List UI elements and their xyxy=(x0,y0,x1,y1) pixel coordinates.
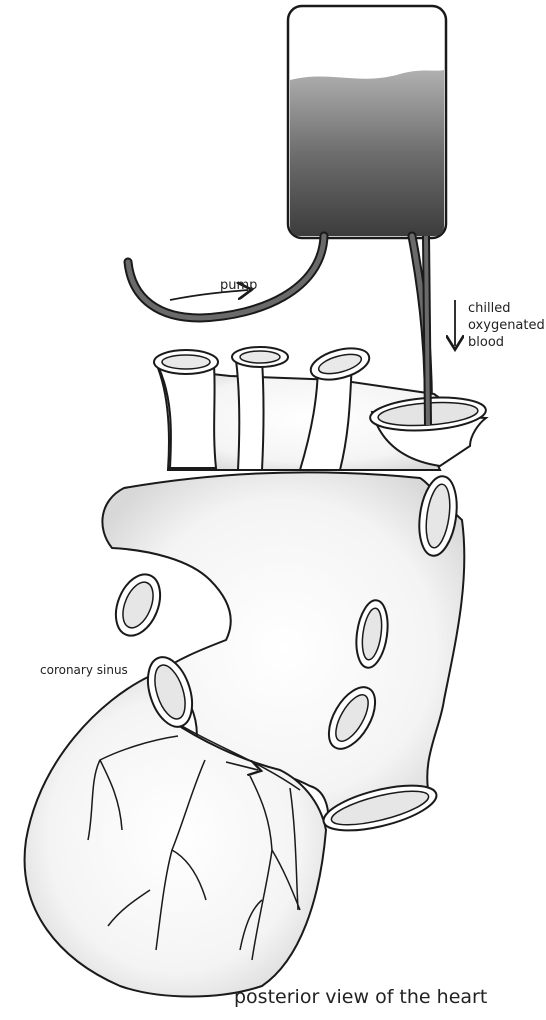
blood-label-line-2: oxygenated xyxy=(468,317,545,334)
pump-label: pump xyxy=(220,278,257,293)
pump-tubing xyxy=(128,236,324,318)
chilled-oxygenated-blood-label: chilled oxygenated blood xyxy=(468,300,545,351)
blood-label-line-3: blood xyxy=(468,334,545,351)
blood-label-line-1: chilled xyxy=(468,300,545,317)
heart xyxy=(25,236,487,997)
coronary-sinus-label: coronary sinus xyxy=(40,663,128,677)
diagram-caption: posterior view of the heart xyxy=(234,986,487,1008)
reservoir-bag xyxy=(288,6,446,238)
